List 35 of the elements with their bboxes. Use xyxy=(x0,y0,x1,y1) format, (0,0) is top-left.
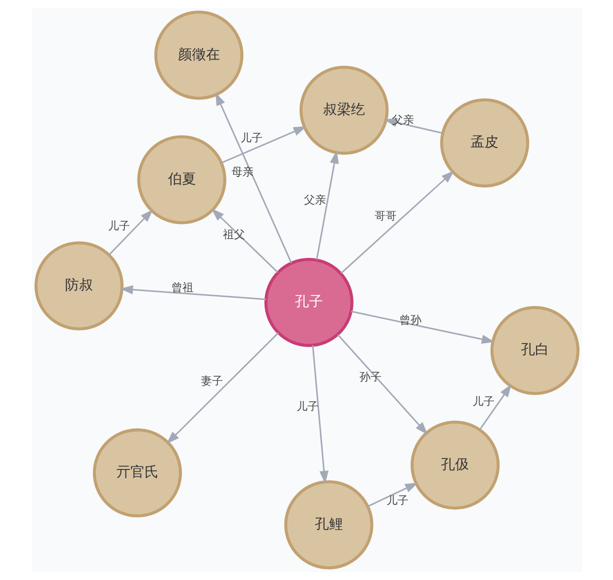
arrow xyxy=(312,345,328,484)
node-circle: 孔子 xyxy=(264,258,353,347)
edge-label: 父亲 xyxy=(391,113,414,126)
node-circle: 孔鲤 xyxy=(284,480,373,570)
arrow xyxy=(119,285,266,300)
arrow xyxy=(340,170,454,274)
node-circle: 防叔 xyxy=(34,241,124,330)
arrow xyxy=(366,482,418,508)
arrow xyxy=(220,126,306,164)
arrow xyxy=(336,334,428,435)
arrow xyxy=(350,310,494,344)
arrow xyxy=(478,384,512,430)
edge-label: 孙子 xyxy=(359,370,382,384)
node-circle: 亓官氏 xyxy=(92,428,182,518)
node-circle: 孔白 xyxy=(490,306,579,396)
edge-label: 父亲 xyxy=(303,193,326,206)
arrow xyxy=(166,332,278,444)
edge-label: 妻子 xyxy=(200,374,222,388)
edge-label: 曾孙 xyxy=(398,313,421,326)
edge-label: 母亲 xyxy=(230,165,253,178)
node-circle: 伯夏 xyxy=(136,135,226,224)
edge-label: 儿子 xyxy=(240,132,262,145)
edge-label: 祖父 xyxy=(222,228,244,242)
edge-label: 儿子 xyxy=(386,494,408,507)
edge-label: 儿子 xyxy=(107,220,130,233)
node-circle: 叔梁纥 xyxy=(299,66,388,155)
edge-label: 儿子 xyxy=(296,400,318,414)
edge-label: 曾祖 xyxy=(170,280,193,294)
edge-label: 哥哥 xyxy=(374,209,396,222)
arrow xyxy=(210,208,278,273)
arrow xyxy=(214,92,292,264)
arrow xyxy=(108,209,153,256)
node-circle: 颜徵在 xyxy=(154,10,243,100)
arrow xyxy=(315,150,338,260)
edge-label: 儿子 xyxy=(472,394,494,408)
